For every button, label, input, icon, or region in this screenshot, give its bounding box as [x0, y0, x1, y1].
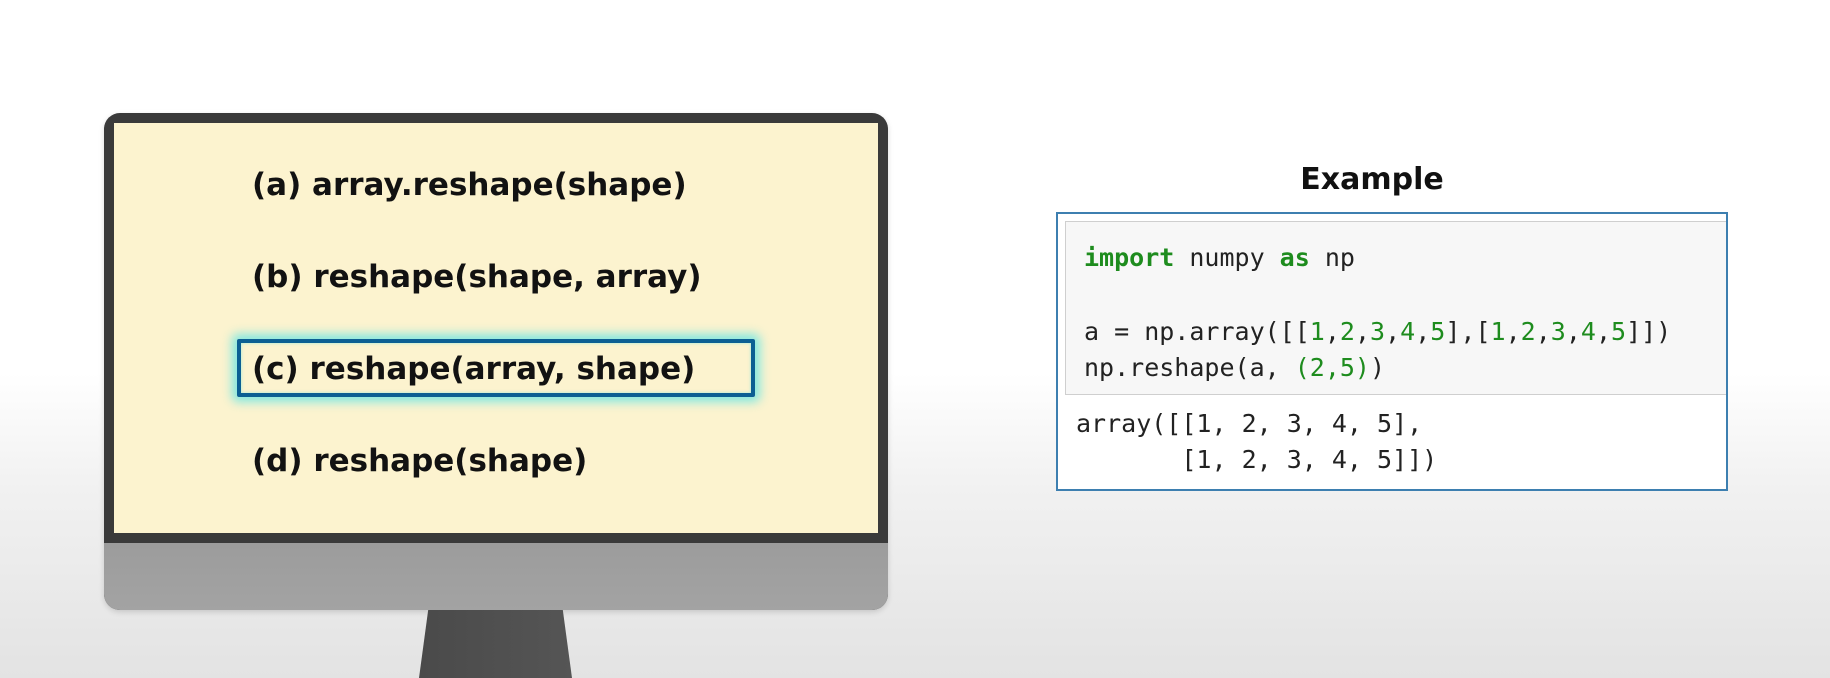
selected-option-highlight [237, 339, 755, 397]
option-c[interactable]: (c) reshape(array, shape) [252, 351, 696, 387]
example-code-panel: import numpy as np a = np.array([[1,2,3,… [1056, 212, 1728, 491]
option-a[interactable]: (a) array.reshape(shape) [252, 167, 687, 203]
output-line-1: array([[1, 2, 3, 4, 5], [1076, 409, 1423, 438]
monitor-chin [104, 543, 888, 610]
code-input-cell[interactable]: import numpy as np a = np.array([[1,2,3,… [1065, 221, 1726, 395]
code-line-import: import numpy as np [1084, 243, 1355, 272]
code-line-array: a = np.array([[1,2,3,4,5],[1,2,3,4,5]]) [1084, 317, 1672, 346]
example-title: Example [1300, 162, 1444, 197]
option-b[interactable]: (b) reshape(shape, array) [252, 259, 702, 295]
monitor-stand [419, 610, 572, 678]
monitor: (a) array.reshape(shape) (b) reshape(sha… [104, 113, 888, 610]
option-d[interactable]: (d) reshape(shape) [252, 443, 588, 479]
monitor-screen: (a) array.reshape(shape) (b) reshape(sha… [114, 123, 878, 533]
output-line-2: [1, 2, 3, 4, 5]]) [1076, 445, 1438, 474]
code-line-reshape: np.reshape(a, (2,5)) [1084, 353, 1386, 382]
quiz-options: (a) array.reshape(shape) (b) reshape(sha… [114, 123, 878, 533]
